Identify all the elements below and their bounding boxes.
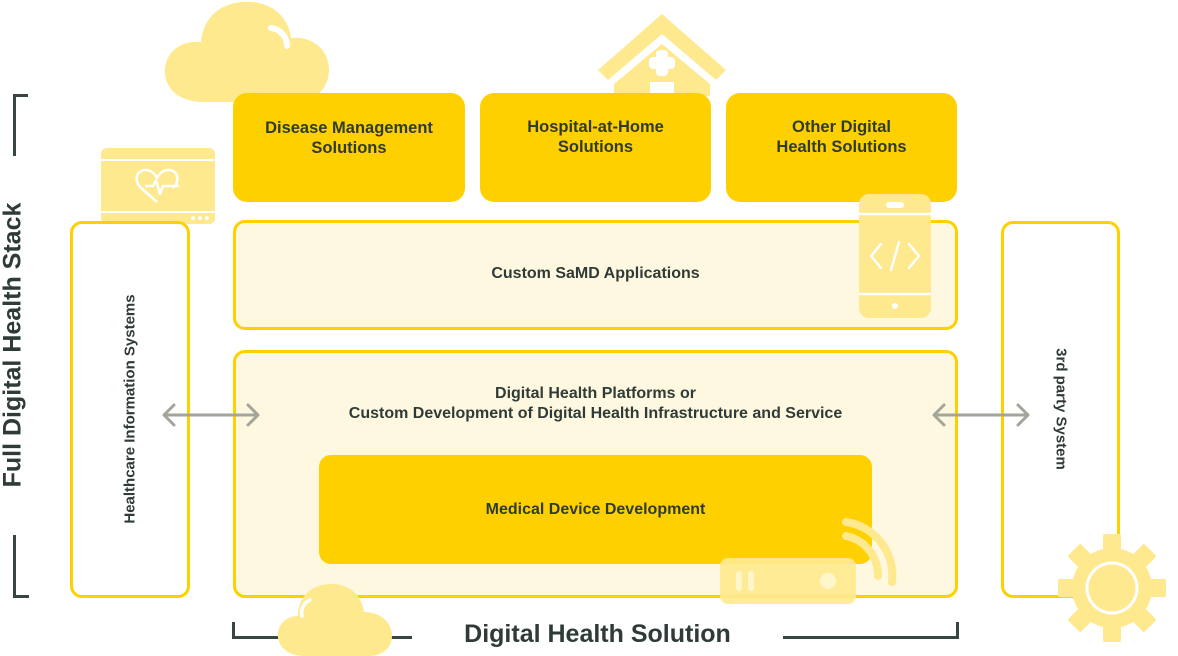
solution-disease-management: Disease Management Solutions (233, 93, 465, 202)
third-party-system-label: 3rd party System (1052, 348, 1070, 470)
hospital-home-icon (598, 14, 726, 96)
solution-other-digital-health: Other Digital Health Solutions (726, 93, 957, 202)
wireless-device-icon (720, 518, 897, 604)
stack-bracket-top-cap (13, 94, 28, 97)
healthcare-information-systems-label: Healthcare Information Systems (121, 294, 139, 524)
solution-other-digital-health-label: Other Digital Health Solutions (776, 117, 907, 156)
bidirectional-arrow-right (932, 403, 1030, 427)
full-digital-health-stack-title: Full Digital Health Stack (0, 202, 27, 488)
solution-disease-management-label: Disease Management Solutions (265, 118, 433, 157)
bidirectional-arrow-left (162, 403, 260, 427)
solution-bracket-right-cap (956, 622, 959, 639)
stack-bracket-bottom-vertical (13, 535, 16, 598)
medical-device-development-label: Medical Device Development (485, 500, 706, 518)
smartphone-code-icon (859, 194, 931, 318)
samd-applications-label: Custom SaMD Applications (491, 265, 700, 282)
solution-hospital-at-home: Hospital-at-Home Solutions (480, 93, 711, 202)
digital-health-solution-title: Digital Health Solution (464, 620, 731, 648)
cloud-icon (164, 1, 329, 102)
solution-bracket-left-cap (232, 622, 235, 639)
samd-applications-layer (233, 220, 958, 330)
solution-bracket-right-line (783, 636, 959, 639)
stack-bracket-bottom-cap (13, 595, 29, 598)
medical-device-development-layer: Medical Device Development (319, 455, 872, 564)
stack-bracket-top-vertical (13, 94, 16, 156)
gear-icon (1058, 534, 1166, 642)
digital-health-platforms-label: Digital Health Platforms or Custom Devel… (348, 385, 843, 422)
heart-monitor-icon (101, 148, 215, 224)
cloud-small-icon (277, 584, 392, 656)
solution-hospital-at-home-label: Hospital-at-Home Solutions (527, 117, 664, 156)
